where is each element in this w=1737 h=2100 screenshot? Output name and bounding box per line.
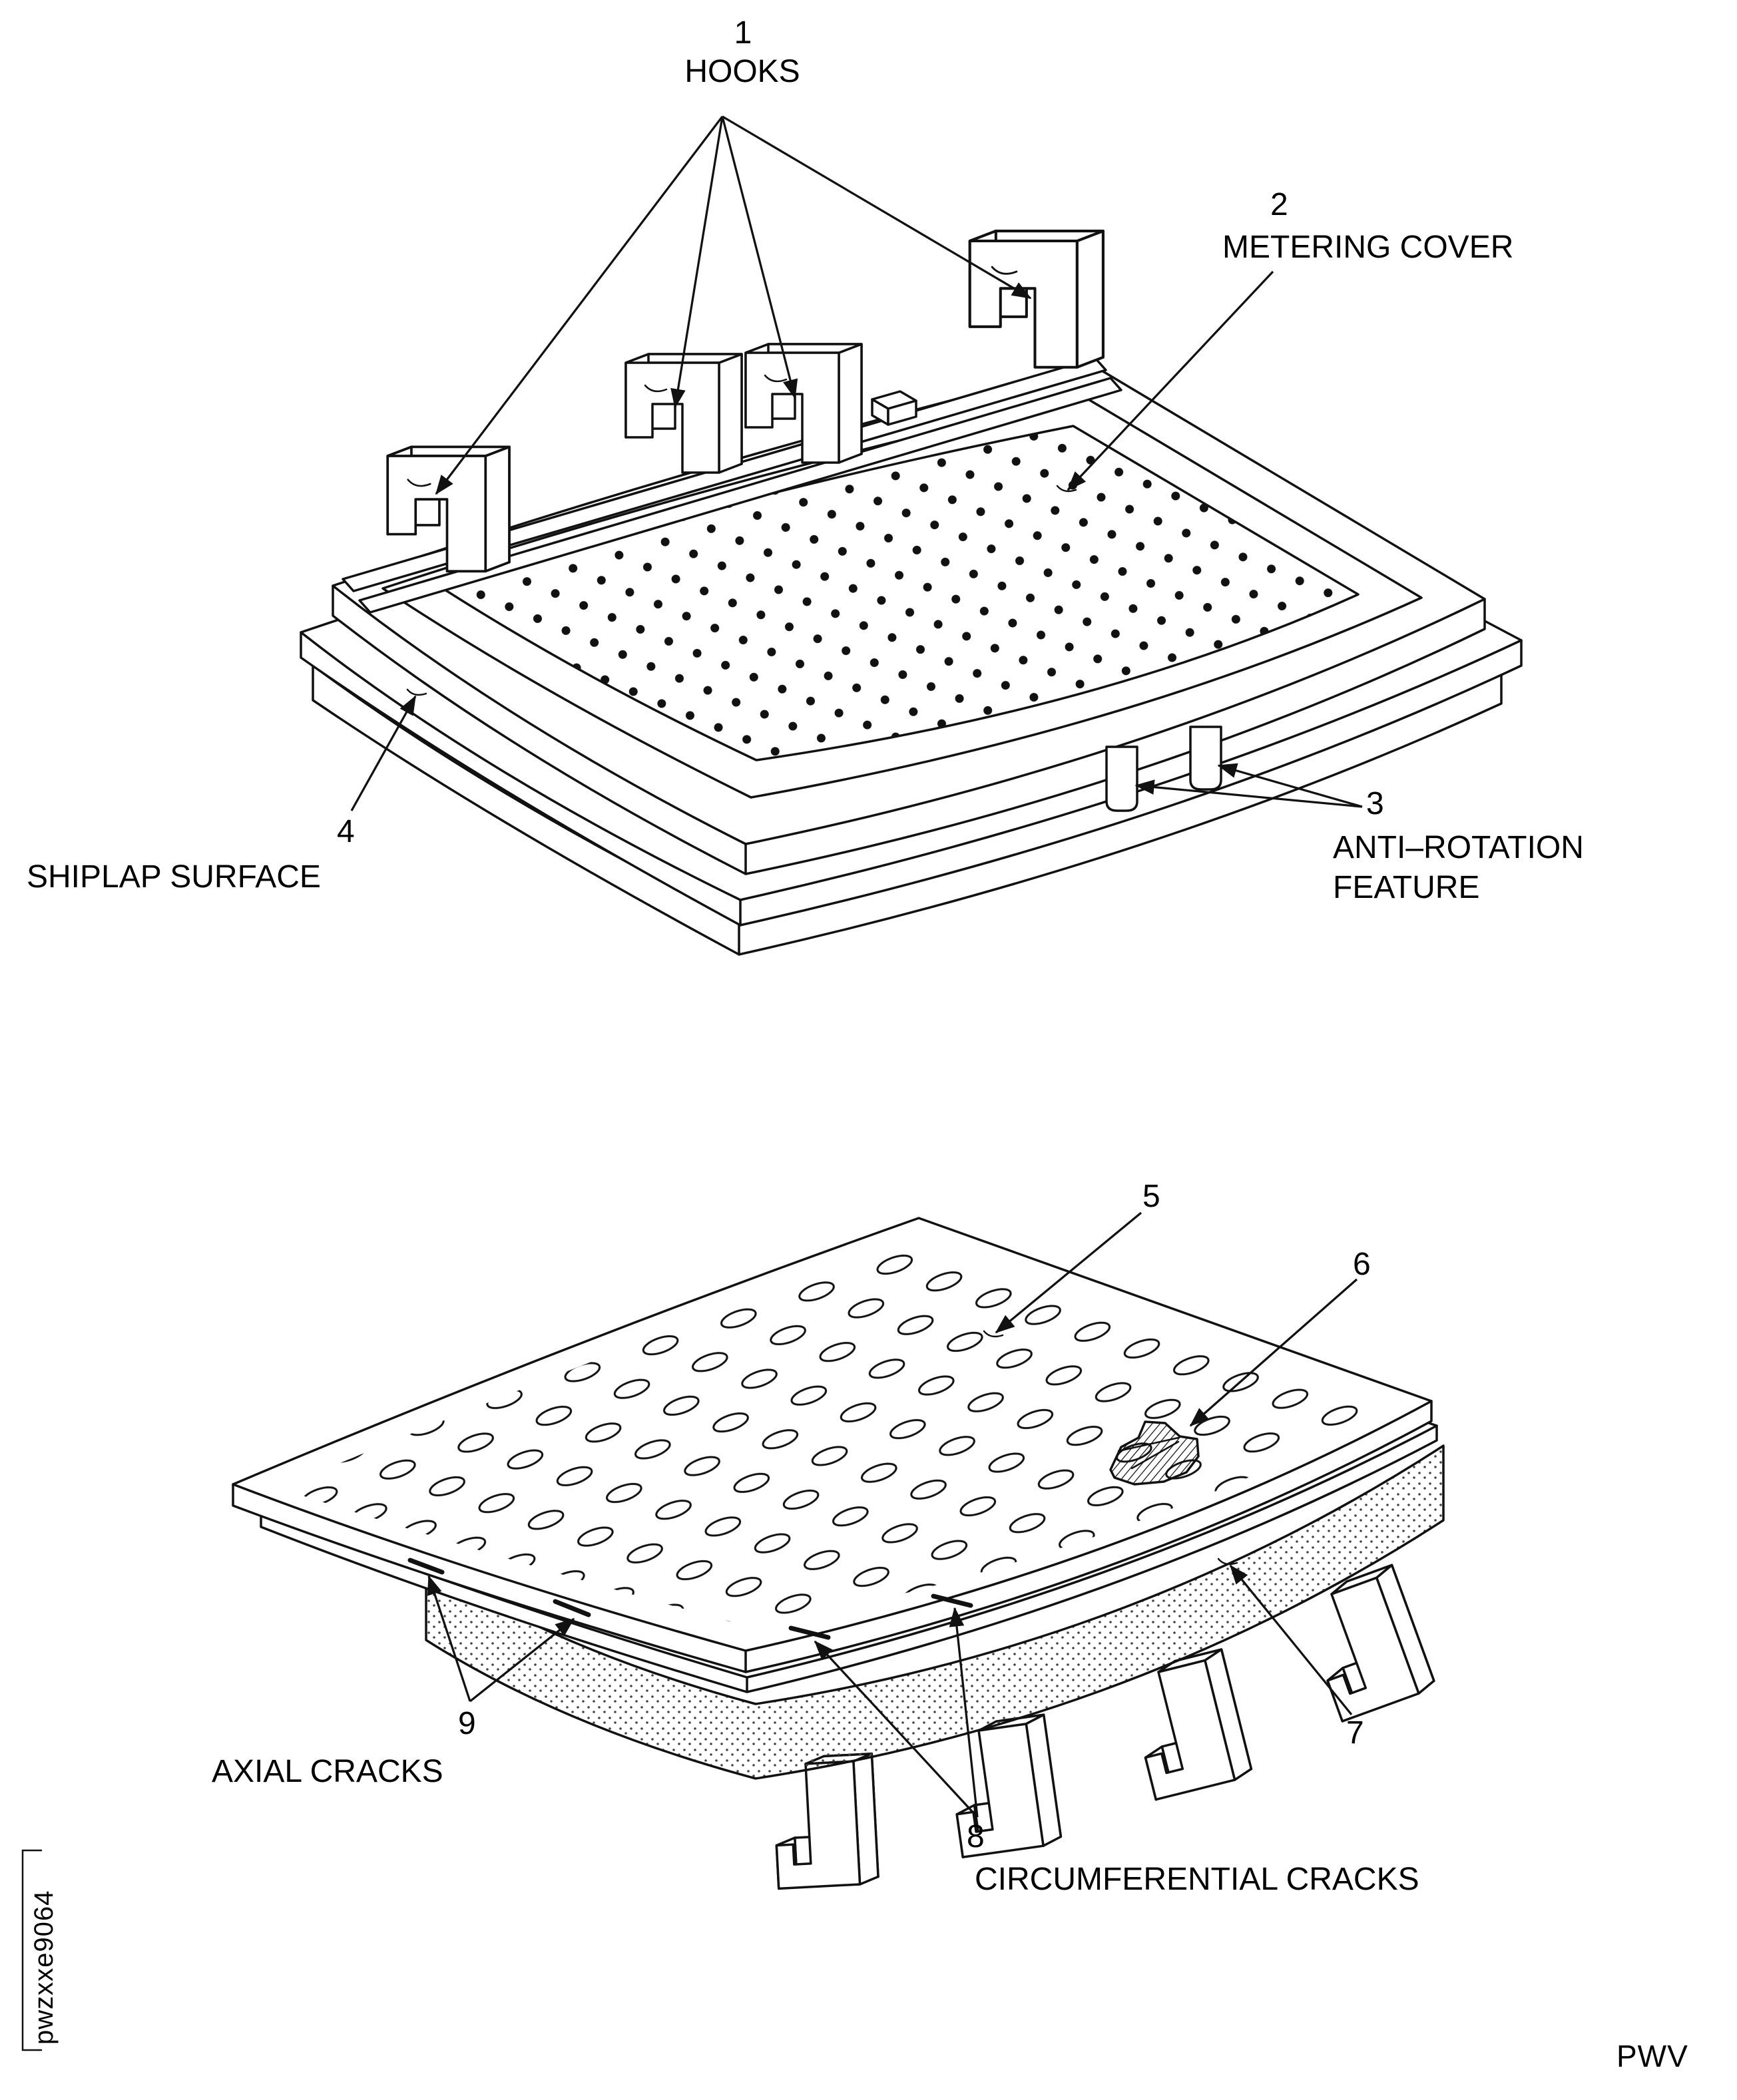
callout-6-number: 6 — [1353, 1247, 1371, 1282]
callout-1-number: 1 — [734, 15, 752, 51]
callout-8-arrow-b — [949, 1607, 979, 1818]
damage-area — [1109, 1420, 1200, 1486]
callout-1-arrow-d — [722, 115, 1032, 300]
callout-7-mark — [1217, 1558, 1238, 1566]
circumferential-crack-2 — [931, 1593, 973, 1608]
callout-5-number: 5 — [1142, 1179, 1160, 1214]
callout-7-arrow — [1229, 1564, 1353, 1716]
callout-1-arrow-b — [670, 116, 724, 409]
cooling-holes-field — [280, 1241, 1397, 1628]
callout-4-number: 4 — [337, 814, 355, 849]
circumferential-crack-1 — [788, 1625, 831, 1640]
axial-crack-1 — [407, 1558, 445, 1575]
callout-2-label: METERING COVER — [1222, 230, 1514, 265]
hook-3 — [744, 343, 863, 464]
callout-8-label: CIRCUMFERENTIAL CRACKS — [975, 1862, 1419, 1897]
callout-8-number: 8 — [967, 1819, 985, 1854]
callout-9-arrow-b — [469, 1617, 575, 1703]
callout-4-arrow — [350, 695, 417, 811]
anti-rotation-tabs — [1105, 726, 1222, 812]
callout-9-label: AXIAL CRACKS — [212, 1754, 443, 1789]
callout-1-label: HOOKS — [684, 54, 800, 89]
callout-1-arrow-a — [435, 116, 724, 495]
org-code: PWV — [1616, 2039, 1688, 2073]
callout-3-label-line2: FEATURE — [1333, 870, 1480, 905]
callout-2-arrow — [1067, 270, 1274, 491]
axial-crack-2 — [553, 1599, 591, 1617]
stippled-base-band — [425, 1444, 1445, 1780]
callout-9-number: 9 — [458, 1706, 476, 1741]
bottom-figure-shroud-segment — [232, 1211, 1445, 1890]
callout-5-mark — [983, 1330, 1004, 1338]
figure-code: pwzxxe9064 — [29, 1890, 59, 2045]
callout-3-arrow-a — [1134, 779, 1363, 808]
callout-8-arrow-a — [814, 1640, 979, 1818]
callout-7-number: 7 — [1346, 1715, 1364, 1751]
rail-boss-block — [871, 390, 917, 426]
shiplap-mark — [406, 688, 427, 696]
top-figure-shroud-segment — [300, 115, 1523, 956]
callout-9-arrow-a — [427, 1575, 471, 1702]
hook-6 — [943, 1713, 1063, 1858]
hook-2 — [624, 353, 743, 474]
callout-1-arrow-c — [721, 116, 798, 399]
callout-2-number: 2 — [1270, 187, 1288, 222]
callout-3-arrow-b — [1217, 763, 1363, 808]
callout-4-label: SHIPLAP SURFACE — [27, 859, 321, 895]
hook-1 — [386, 445, 511, 573]
hook-4 — [970, 231, 1103, 367]
callout-3-number: 3 — [1366, 786, 1384, 821]
callout-6-arrow — [1189, 1278, 1358, 1427]
callout-5-arrow — [995, 1211, 1142, 1334]
figure-code-bracket — [21, 1849, 43, 2051]
callout-3-label-line1: ANTI–ROTATION — [1333, 830, 1584, 865]
perforated-panel — [232, 1217, 1433, 1673]
